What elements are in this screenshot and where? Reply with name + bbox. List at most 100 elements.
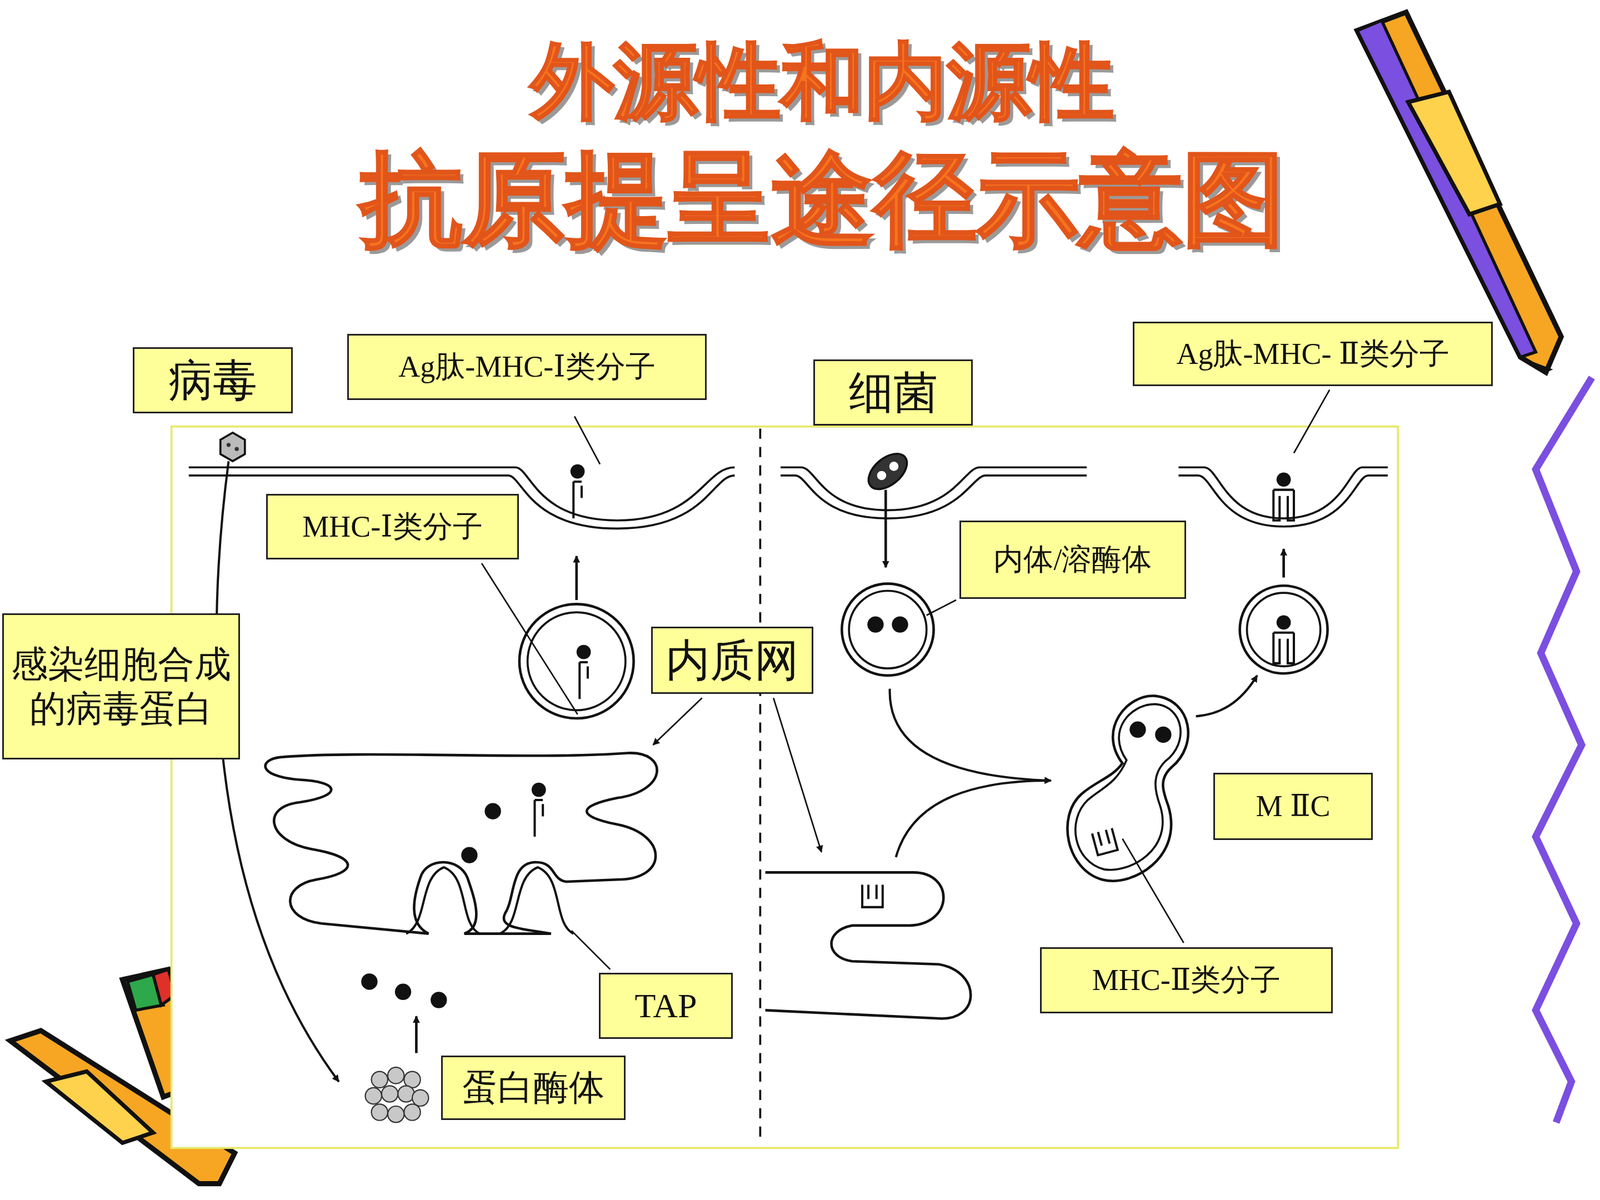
leader-line [574,416,600,464]
endoplasmic-reticulum [765,872,972,1019]
proteasome [412,1090,429,1107]
endosome [841,583,934,676]
leader-line [926,600,957,616]
tap-transporter [406,867,574,934]
label-box: 病毒 [132,347,293,414]
bacterium-icon [862,446,914,497]
mhc2-transport-arrow [896,780,1052,858]
leader-line [1122,838,1184,943]
leader-line [571,930,611,970]
miic-compartment [1067,696,1188,882]
endosome [891,616,908,633]
transport-vesicle [527,612,626,710]
peptide [461,846,478,863]
pencil-decoration [1357,20,1536,358]
label-box: 细菌 [813,359,973,426]
proteasome [381,1085,398,1102]
transport-vesicle [1246,592,1320,667]
virus-icon [220,432,245,462]
endosome [848,590,927,669]
proteasome [387,1067,404,1084]
mhc2-miic [1092,828,1118,856]
diagram-panel [171,426,1399,1149]
mhc1-er [531,782,547,837]
proteasome [365,1067,429,1123]
label-text: MHC-Ⅰ类分子 [302,508,483,545]
label-text: 细菌 [848,366,938,420]
label-box: 内体/溶酶体 [959,520,1187,599]
transport-vesicle [519,603,634,719]
proteasome [371,1103,388,1120]
miic-compartment [1075,703,1181,870]
label-box: 内质网 [651,626,814,694]
peptide [430,991,447,1008]
label-text: Ag肽-MHC-Ⅰ类分子 [398,348,655,385]
leader-line [481,563,578,715]
proteasome [403,1103,420,1120]
label-box: MHC-Ⅰ类分子 [266,493,519,560]
transport-vesicle [1240,585,1328,674]
label-box: M ⅡC [1213,772,1373,840]
label-text: 内质网 [665,633,799,688]
label-text: Ag肽-MHC- Ⅱ类分子 [1176,336,1449,373]
tap-transporter [406,867,480,934]
peptide [395,983,412,1000]
proteasome [371,1071,388,1088]
peptide [361,803,502,1009]
label-text: M ⅡC [1255,788,1330,825]
leader-line [481,390,1330,970]
fusion-arrow [890,688,1052,781]
virus-icon [226,442,231,447]
peptide [484,803,501,820]
transport-vesicle [1240,585,1328,674]
cell-membrane [780,475,1087,519]
label-text: 感染细胞合成 的病毒蛋白 [3,642,239,730]
transport-vesicle [519,603,634,719]
peptide [361,973,378,990]
leader-line [773,697,822,852]
virus-icon [220,432,245,462]
endosome [841,583,934,676]
mhc1-surface [570,464,585,519]
export-arrow [575,556,578,600]
endosome [867,616,884,633]
mhc2-surface [1273,472,1294,520]
proteasome [387,1106,404,1123]
leader-line [653,697,703,745]
export-arrow [1282,548,1285,578]
label-box: Ag肽-MHC- Ⅱ类分子 [1132,321,1493,387]
miic-compartment [1129,721,1146,738]
label-box: 蛋白酶体 [441,1055,626,1120]
label-box: Ag肽-MHC-Ⅰ类分子 [347,333,707,400]
pencil-decoration [1520,357,1554,373]
label-box: TAP [598,972,733,1039]
divider-line [759,428,762,1138]
vesicle-arrow [1196,675,1258,717]
label-text: 内体/溶酶体 [993,541,1152,578]
label-text: MHC-Ⅱ类分子 [1092,962,1282,999]
label-box: MHC-Ⅱ类分子 [1040,947,1333,1014]
slide-title: 外源性和内源性 抗原提呈途径示意图 [294,22,1350,258]
miic-compartment [1155,726,1172,743]
uptake-arrow [884,490,888,568]
label-text: TAP [634,985,697,1027]
label-box: 感染细胞合成 的病毒蛋白 [2,613,240,760]
bacterium-icon [862,446,914,497]
endoplasmic-reticulum [265,752,658,934]
pencil-decoration [1408,91,1500,214]
zigzag-decoration [1535,377,1592,1123]
label-text: 病毒 [168,353,258,408]
transport-vesicle [576,645,592,699]
bacterium-icon [889,461,899,472]
mhc2-er [862,884,883,907]
bacterium-icon [877,471,887,481]
miic-compartment [1067,696,1188,882]
label-text: 蛋白酶体 [462,1066,605,1110]
leader-line [1293,390,1330,454]
proteasome [365,1087,382,1104]
peptide-arrow [415,1016,418,1053]
pencil-decoration [1357,12,1562,373]
tap-transporter [500,867,574,934]
pencil-decoration [1357,12,1562,373]
